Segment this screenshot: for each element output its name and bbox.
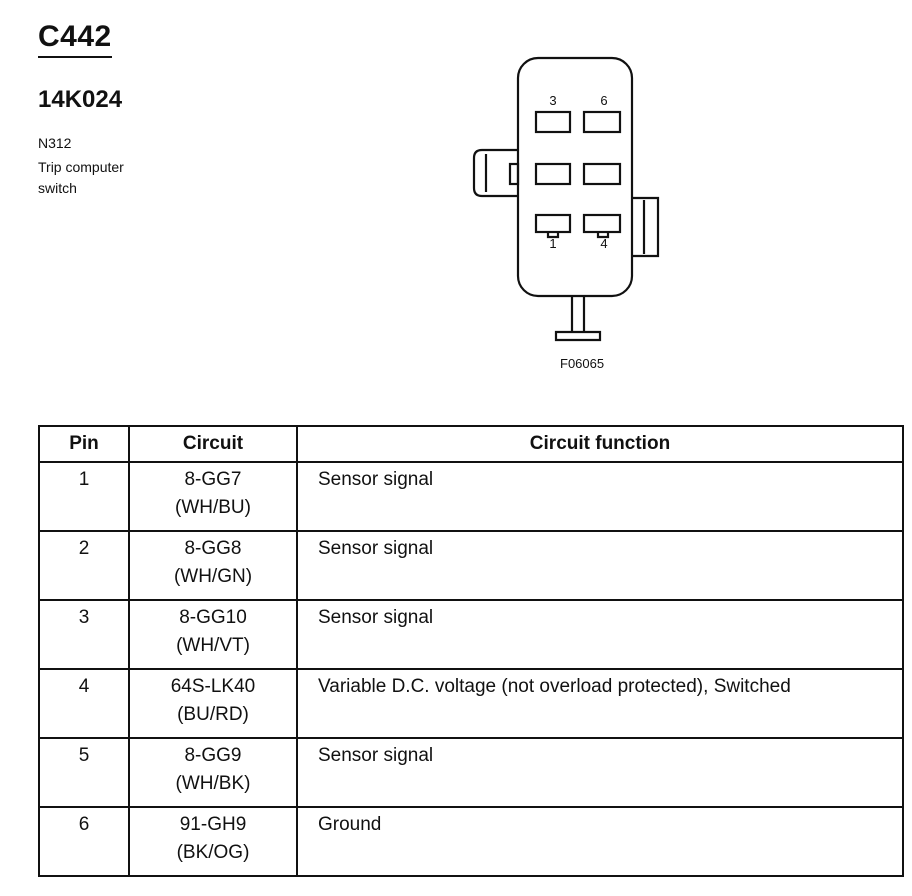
table-row: 1 8-GG7 (WH/BU) Sensor signal	[38, 461, 904, 532]
function-cell: Variable D.C. voltage (not overload prot…	[296, 668, 904, 739]
circuit-cell: 64S-LK40 (BU/RD)	[128, 668, 298, 739]
circuit-code: 8-GG10	[179, 607, 247, 628]
wire-color: (WH/BK)	[175, 773, 251, 794]
pin-table: Pin Circuit Circuit function 1 8-GG7 (WH…	[38, 425, 904, 877]
connector-stem	[554, 296, 602, 342]
right-tab	[632, 196, 660, 258]
header-circuit: Circuit	[128, 425, 298, 463]
wire-color: (WH/BU)	[175, 497, 251, 518]
header-pin: Pin	[38, 425, 130, 463]
figure-reference: F06065	[560, 356, 605, 371]
component-description: Trip computer switch	[38, 159, 124, 196]
pin-cavity-3	[534, 110, 572, 134]
pin-cell: 2	[38, 530, 130, 601]
function-cell: Sensor signal	[296, 461, 904, 532]
pin-cavity-4	[582, 213, 622, 234]
left-latch	[472, 148, 518, 198]
pin-cavity-2	[534, 162, 572, 186]
circuit-code: 8-GG9	[184, 745, 242, 766]
pin-label-3: 3	[549, 93, 556, 108]
pin-cell: 1	[38, 461, 130, 532]
table-row: 4 64S-LK40 (BU/RD) Variable D.C. voltage…	[38, 668, 904, 739]
circuit-cell: 8-GG10 (WH/VT)	[128, 599, 298, 670]
header-function: Circuit function	[296, 425, 904, 463]
pin-cell: 6	[38, 806, 130, 877]
wire-color: (BK/OG)	[176, 842, 250, 863]
pin-cell: 4	[38, 668, 130, 739]
circuit-code: 91-GH9	[179, 814, 247, 835]
pin-cavity-5	[582, 162, 622, 186]
connector-face-diagram: 3 6 1 4	[472, 56, 660, 342]
function-cell: Sensor signal	[296, 599, 904, 670]
table-row: 2 8-GG8 (WH/GN) Sensor signal	[38, 530, 904, 601]
circuit-cell: 8-GG9 (WH/BK)	[128, 737, 298, 808]
pin-label-6: 6	[600, 93, 607, 108]
pin-label-1: 1	[549, 236, 556, 251]
pin-cavity-6	[582, 110, 622, 134]
circuit-cell: 8-GG8 (WH/GN)	[128, 530, 298, 601]
pin-cell: 3	[38, 599, 130, 670]
function-cell: Sensor signal	[296, 530, 904, 601]
pin-cavity-1	[534, 213, 572, 234]
wire-color: (BU/RD)	[177, 704, 249, 725]
table-row: 3 8-GG10 (WH/VT) Sensor signal	[38, 599, 904, 670]
circuit-code: 8-GG7	[184, 469, 242, 490]
function-cell: Ground	[296, 806, 904, 877]
circuit-code: 64S-LK40	[170, 676, 256, 697]
circuit-code: 8-GG8	[184, 538, 242, 559]
wire-color: (WH/GN)	[173, 566, 253, 587]
table-row: 5 8-GG9 (WH/BK) Sensor signal	[38, 737, 904, 808]
pin-label-4: 4	[600, 236, 607, 251]
pin-cell: 5	[38, 737, 130, 808]
wire-color: (WH/VT)	[176, 635, 250, 656]
circuit-cell: 8-GG7 (WH/BU)	[128, 461, 298, 532]
connector-id: C442	[38, 20, 112, 58]
part-number: 14K024	[38, 86, 123, 113]
table-row: 6 91-GH9 (BK/OG) Ground	[38, 806, 904, 877]
circuit-cell: 91-GH9 (BK/OG)	[128, 806, 298, 877]
function-cell: Sensor signal	[296, 737, 904, 808]
connector-body	[516, 56, 634, 298]
component-code: N312	[38, 135, 72, 151]
table-header-row: Pin Circuit Circuit function	[38, 425, 904, 463]
